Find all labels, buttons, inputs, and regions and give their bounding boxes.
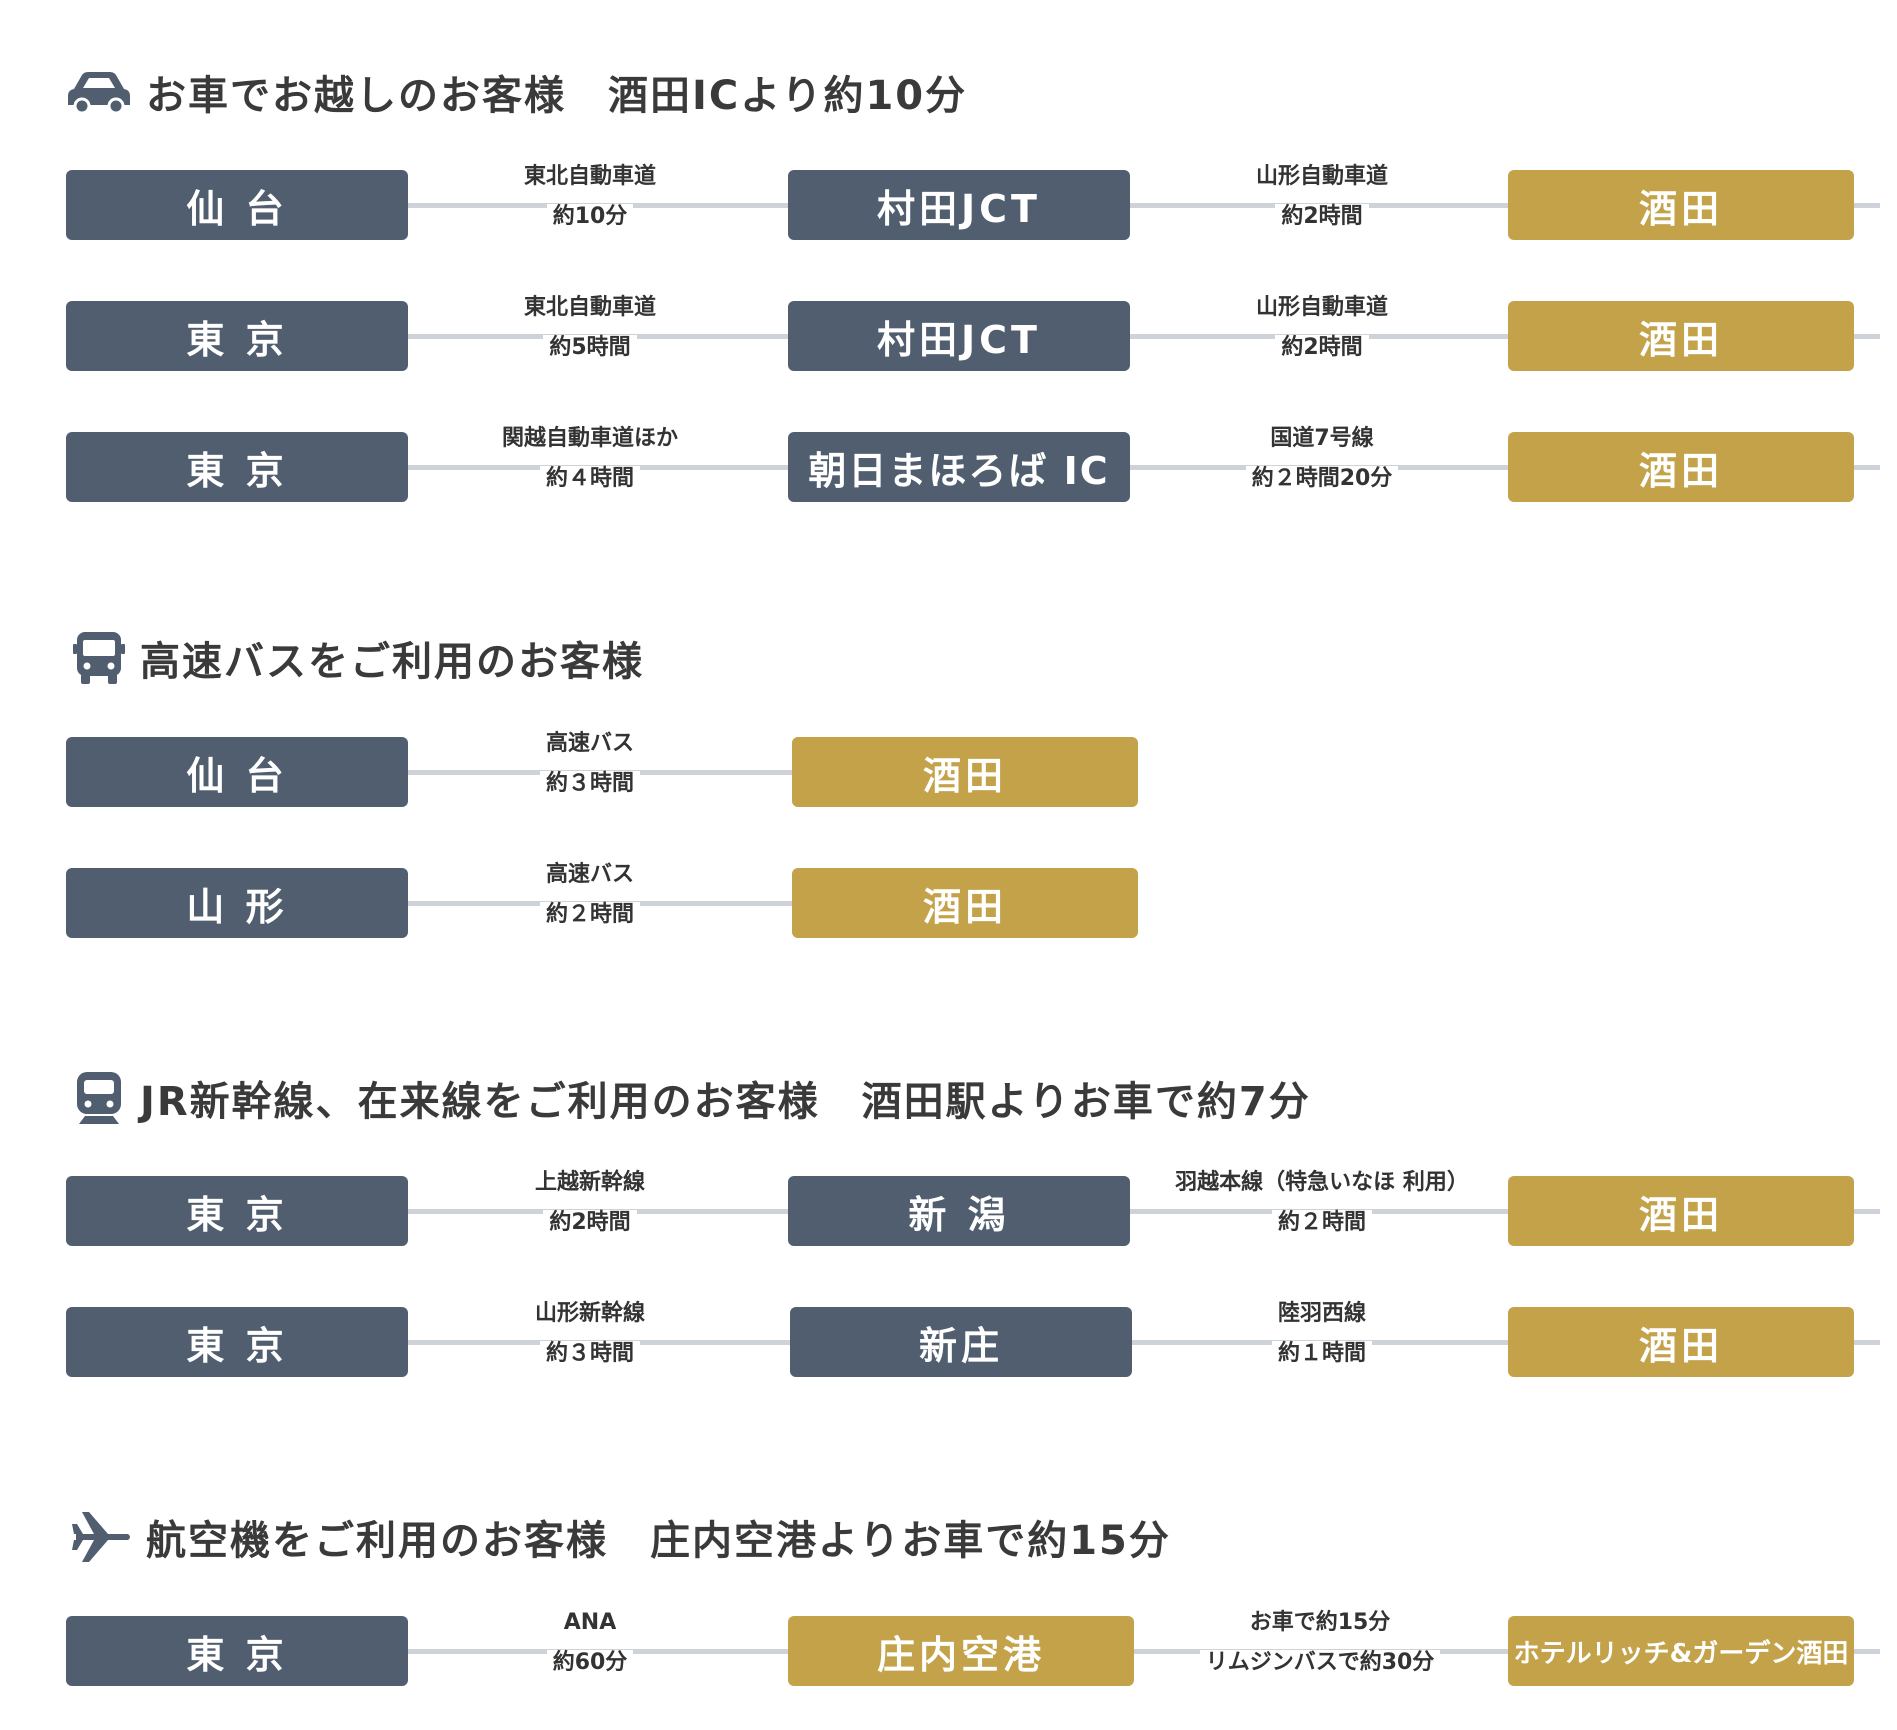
train-title: JR新幹線、在来線をご利用のお客様 酒田駅よりお車で約7分	[140, 1079, 1311, 1125]
bus-icon	[70, 632, 128, 684]
origin-box: 仙 台	[66, 170, 408, 240]
leg2-time-label: 約2時間	[1132, 204, 1512, 229]
bus-heading: 高速バスをご利用のお客様	[66, 628, 644, 688]
train-route-row: 東 京 山形新幹線 約３時間 新庄 陸羽西線 約１時間 酒田	[0, 1301, 1897, 1379]
hotel-destination-box: ホテルリッチ&ガーデン酒田	[1508, 1616, 1854, 1686]
leg1-route-label: 山形新幹線	[400, 1301, 780, 1326]
origin-box: 仙 台	[66, 737, 408, 807]
leg1-route-label: 東北自動車道	[400, 295, 780, 320]
leg1-time-label: 約2時間	[400, 1210, 780, 1235]
airplane-icon	[72, 1511, 134, 1563]
origin-box: 東 京	[66, 1307, 408, 1377]
destination-box: 酒田	[1508, 1307, 1854, 1377]
car-route-row: 仙 台 東北自動車道 約10分 村田JCT 山形自動車道 約2時間 酒田	[0, 164, 1897, 242]
leg2-route-label: 山形自動車道	[1132, 295, 1512, 320]
connector-line	[400, 203, 1880, 208]
airport-box: 庄内空港	[788, 1616, 1134, 1686]
car-icon	[66, 66, 134, 118]
connector-line	[400, 465, 1880, 470]
train-route-row: 東 京 上越新幹線 約2時間 新 潟 羽越本線（特急いなほ 利用） 約２時間 酒…	[0, 1170, 1897, 1248]
leg1-time-label: 約60分	[400, 1650, 780, 1675]
leg1-route-label: 東北自動車道	[400, 164, 780, 189]
leg2-time-label: 約１時間	[1132, 1341, 1512, 1366]
connector-line	[400, 1649, 1880, 1654]
destination-box: 酒田	[1508, 170, 1854, 240]
origin-box: 東 京	[66, 1176, 408, 1246]
destination-box: 酒田	[1508, 1176, 1854, 1246]
leg2-route-label: 山形自動車道	[1132, 164, 1512, 189]
via-box: 朝日まほろば IC	[788, 432, 1130, 502]
destination-box: 酒田	[1508, 301, 1854, 371]
via-box: 村田JCT	[788, 170, 1130, 240]
origin-box: 山 形	[66, 868, 408, 938]
connector-line	[400, 1209, 1880, 1214]
leg1-time-label: 約10分	[400, 204, 780, 229]
via-box: 新 潟	[788, 1176, 1130, 1246]
leg2-time-label: リムジンバスで約30分	[1130, 1650, 1510, 1675]
plane-route-row: 東 京 ANA 約60分 庄内空港 お車で約15分 リムジンバスで約30分 ホテ…	[0, 1610, 1897, 1688]
destination-box: 酒田	[792, 868, 1138, 938]
car-title: お車でお越しのお客様 酒田ICより約10分	[146, 73, 968, 119]
plane-heading: 航空機をご利用のお客様 庄内空港よりお車で約15分	[66, 1507, 1171, 1567]
leg2-route-label: 陸羽西線	[1132, 1301, 1512, 1326]
leg1-route-label: 高速バス	[400, 862, 780, 887]
leg1-time-label: 約２時間	[400, 902, 780, 927]
connector-line	[400, 1340, 1880, 1345]
origin-box: 東 京	[66, 1616, 408, 1686]
origin-box: 東 京	[66, 432, 408, 502]
origin-box: 東 京	[66, 301, 408, 371]
leg1-route-label: 上越新幹線	[400, 1170, 780, 1195]
leg1-time-label: 約5時間	[400, 335, 780, 360]
leg1-route-label: 関越自動車道ほか	[400, 426, 780, 451]
leg2-time-label: 約2時間	[1132, 335, 1512, 360]
leg2-route-label: 国道7号線	[1132, 426, 1512, 451]
bus-title: 高速バスをご利用のお客様	[140, 639, 644, 685]
car-route-row: 東 京 関越自動車道ほか 約４時間 朝日まほろば IC 国道7号線 約２時間20…	[0, 426, 1897, 504]
car-route-row: 東 京 東北自動車道 約5時間 村田JCT 山形自動車道 約2時間 酒田	[0, 295, 1897, 373]
leg2-route-label: 羽越本線（特急いなほ 利用）	[1132, 1170, 1512, 1195]
leg1-route-label: ANA	[400, 1610, 780, 1635]
leg2-time-label: 約２時間	[1132, 1210, 1512, 1235]
bus-route-row: 山 形 高速バス 約２時間 酒田	[0, 862, 1897, 940]
via-box: 村田JCT	[788, 301, 1130, 371]
car-heading: お車でお越しのお客様 酒田ICより約10分	[66, 62, 967, 122]
destination-box: 酒田	[792, 737, 1138, 807]
train-heading: JR新幹線、在来線をご利用のお客様 酒田駅よりお車で約7分	[66, 1068, 1311, 1128]
leg2-time-label: 約２時間20分	[1132, 466, 1512, 491]
plane-title: 航空機をご利用のお客様 庄内空港よりお車で約15分	[146, 1518, 1171, 1564]
connector-line	[400, 334, 1880, 339]
leg1-time-label: 約４時間	[400, 466, 780, 491]
leg2-route-label: お車で約15分	[1130, 1610, 1510, 1635]
train-icon	[70, 1072, 128, 1124]
leg1-time-label: 約３時間	[400, 771, 780, 796]
leg1-time-label: 約３時間	[400, 1341, 780, 1366]
bus-route-row: 仙 台 高速バス 約３時間 酒田	[0, 731, 1897, 809]
via-box: 新庄	[790, 1307, 1132, 1377]
leg1-route-label: 高速バス	[400, 731, 780, 756]
destination-box: 酒田	[1508, 432, 1854, 502]
